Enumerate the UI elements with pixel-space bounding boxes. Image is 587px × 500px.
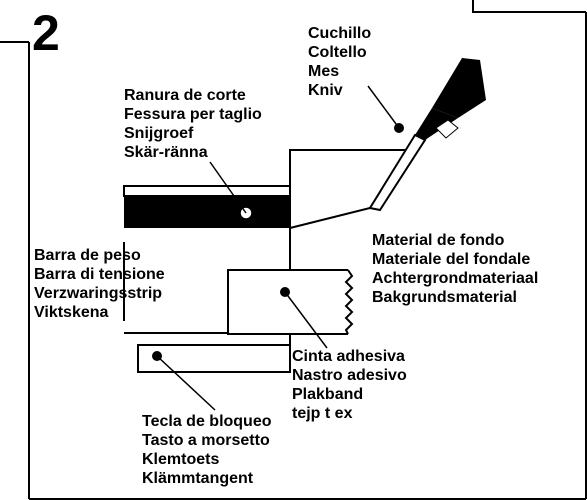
- adhesive-tape: [227, 269, 354, 335]
- knife-icon: [289, 58, 486, 230]
- lock-key-label: Tecla de bloqueo Tasto a morsetto Klemto…: [142, 413, 272, 487]
- knife-label: Cuchillo Coltello Mes Kniv: [308, 25, 372, 99]
- lock-key: [137, 344, 291, 373]
- background-material-label: Material de fondo Materiale del fondale …: [372, 232, 539, 306]
- cutting-groove-label: Ranura de corte Fessura per taglio Snijg…: [124, 87, 262, 161]
- weight-bar-label: Barra de peso Barra di tensione Verzwari…: [34, 247, 165, 321]
- figure-number: 2: [32, 5, 60, 61]
- adhesive-tape-label: Cinta adhesiva Nastro adesivo Plakband t…: [292, 348, 407, 422]
- leader-lines: [156, 85, 400, 411]
